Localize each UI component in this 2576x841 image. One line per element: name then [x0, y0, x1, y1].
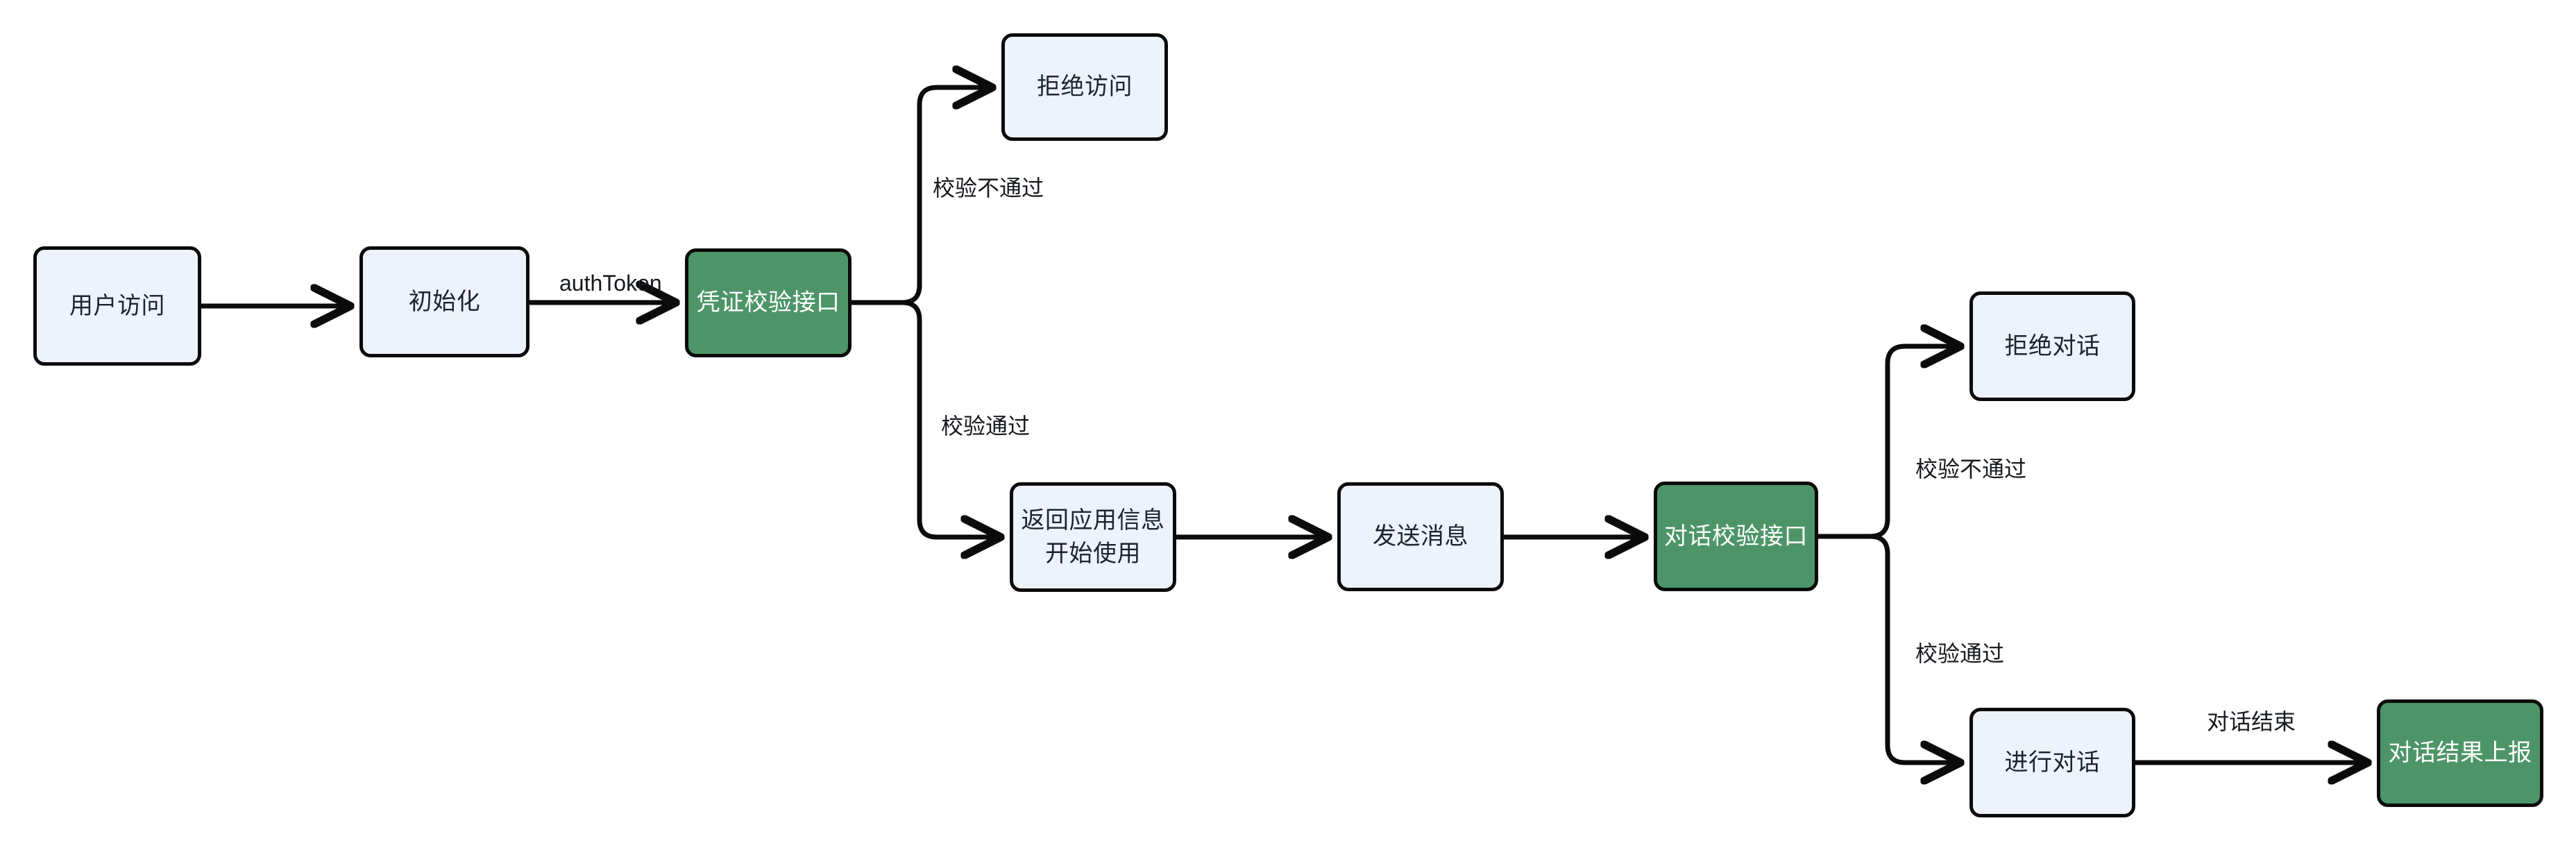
edge-dialog-verify-to-deny-dialog: [1818, 346, 1957, 539]
node-dialog-verify[interactable]: 对话校验接口: [1654, 482, 1818, 591]
edge-label-dialog-passed: 校验通过: [1915, 641, 2005, 666]
edge-label-credential-passed: 校验通过: [941, 414, 1031, 439]
node-report-result[interactable]: 对话结果上报: [2377, 699, 2543, 807]
node-send-message[interactable]: 发送消息: [1337, 482, 1504, 591]
edge-label-credential-failed: 校验不通过: [933, 176, 1044, 201]
node-deny-access[interactable]: 拒绝访问: [1001, 33, 1168, 141]
node-deny-dialog[interactable]: 拒绝对话: [1969, 291, 2135, 401]
node-init[interactable]: 初始化: [359, 246, 529, 357]
edge-label-dialog-failed: 校验不通过: [1915, 457, 2027, 482]
edge-label-dialog-ended: 对话结束: [2207, 709, 2296, 734]
edge-label-auth-token: authToken: [559, 271, 662, 296]
node-do-dialog[interactable]: 进行对话: [1969, 708, 2135, 817]
node-user-access[interactable]: 用户访问: [33, 246, 201, 366]
node-return-app-info[interactable]: 返回应用信息 开始使用: [1010, 482, 1176, 592]
node-credential-verify[interactable]: 凭证校验接口: [685, 248, 851, 357]
